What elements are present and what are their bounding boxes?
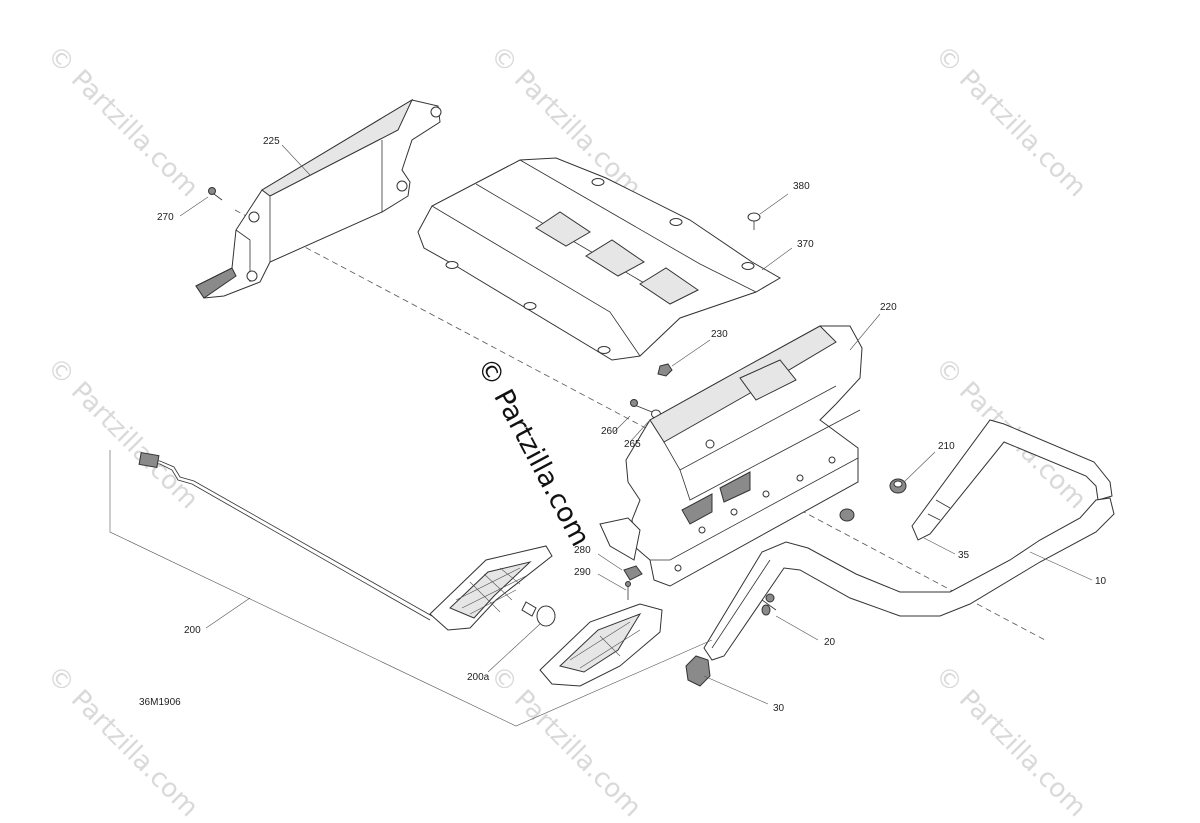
callout-290: 290 <box>574 567 591 578</box>
part-200-light-assembly <box>138 451 553 631</box>
part-lens-cover <box>539 603 663 687</box>
parts-diagram: © Partzilla.com © Partzilla.com © Partzi… <box>41 40 1115 823</box>
leader-lines <box>109 144 1093 727</box>
part-290-screw <box>625 581 631 600</box>
callout-265: 265 <box>624 439 641 450</box>
part-20-bolt <box>761 593 777 616</box>
part-380-fastener <box>747 212 761 230</box>
callout-220: 220 <box>880 302 897 313</box>
figure-id: 36M1906 <box>139 697 181 708</box>
part-225-bracket <box>195 98 442 299</box>
diagram-drawing <box>109 98 1115 727</box>
callout-35: 35 <box>958 550 970 561</box>
part-270-screw <box>208 187 223 201</box>
callout-225: 225 <box>263 136 280 147</box>
callout-260: 260 <box>601 426 618 437</box>
part-210-grommet <box>839 478 907 522</box>
alignment-axis <box>234 209 1046 641</box>
callout-370: 370 <box>797 239 814 250</box>
callout-230: 230 <box>711 329 728 340</box>
part-200a-bulb <box>521 601 556 627</box>
part-220-housing <box>599 325 863 587</box>
callout-200: 200 <box>184 625 201 636</box>
callout-10: 10 <box>1095 576 1107 587</box>
callout-30: 30 <box>773 703 785 714</box>
callout-280: 280 <box>574 545 591 556</box>
callout-270: 270 <box>157 212 174 223</box>
part-370-shield <box>417 157 781 361</box>
part-10-rail <box>703 497 1115 661</box>
callout-380: 380 <box>793 181 810 192</box>
callout-20: 20 <box>824 637 836 648</box>
callout-210: 210 <box>938 441 955 452</box>
part-230-nut <box>657 363 673 377</box>
part-260-bolt <box>630 399 661 419</box>
callout-200a: 200a <box>467 672 490 683</box>
part-30-endcap <box>685 655 711 687</box>
part-280-clip <box>623 565 643 581</box>
